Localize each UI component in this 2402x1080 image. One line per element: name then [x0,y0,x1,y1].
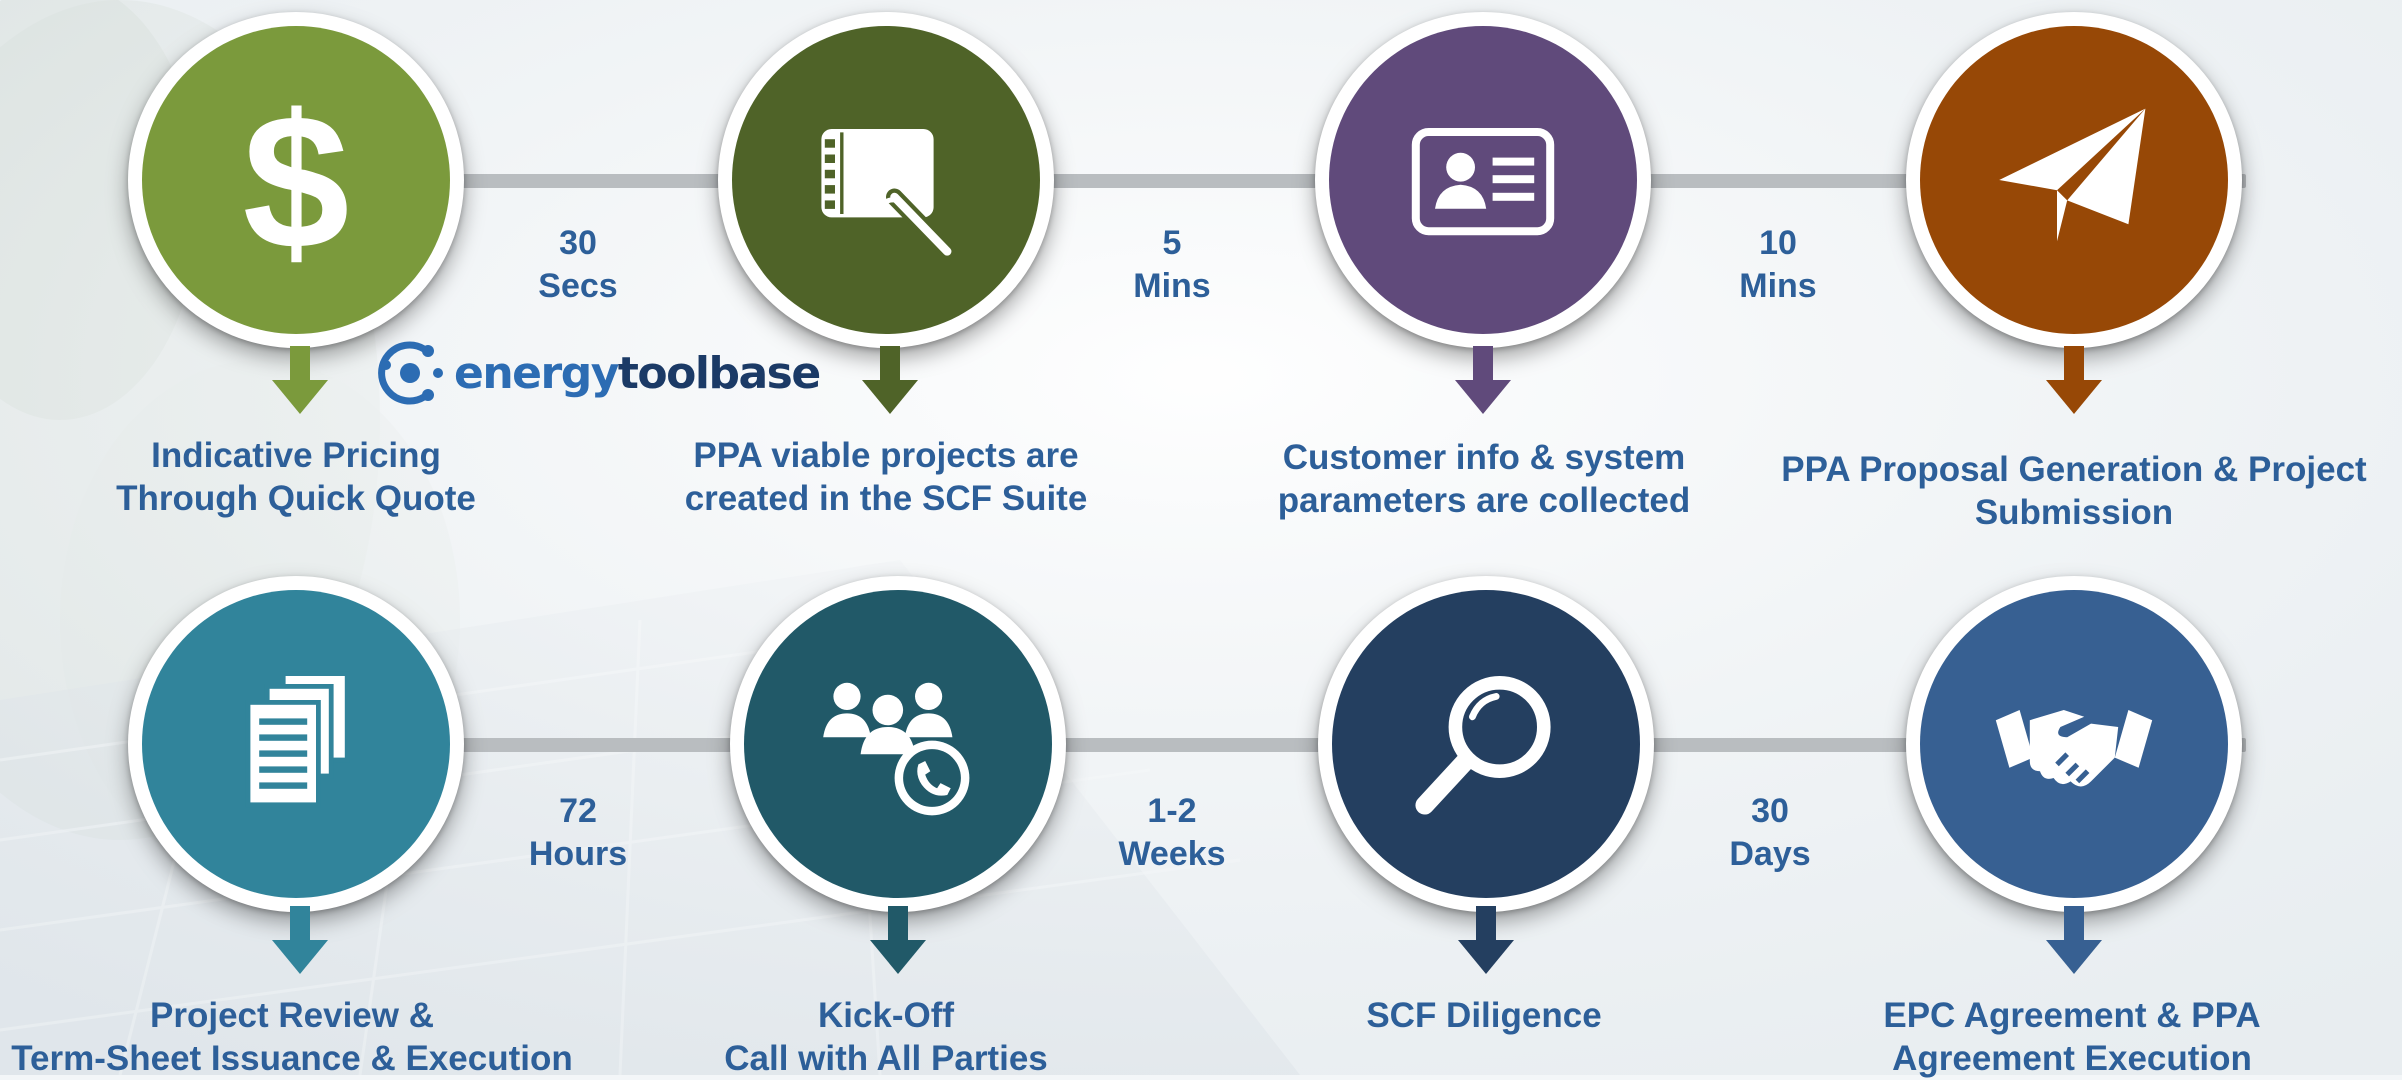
brand-word-energy: energy [454,347,619,399]
step-circle-fill [1920,26,2228,334]
energy-toolbase-logo: energytoolbase [374,336,821,410]
magnifier-icon [1415,676,1551,815]
step-circle-scf-suite [718,12,1054,348]
step-circle-scf-diligence [1318,576,1654,912]
step-circle-kick-off [730,576,1066,912]
step-label-line-1: SCF Diligence [1366,996,1602,1035]
step-label-line-2: Submission [1974,493,2174,532]
duration-value: 10 [1759,224,1797,262]
id-card-icon [1411,128,1555,236]
down-arrow-icon [272,346,328,414]
step-circle-fill [1332,590,1640,898]
duration-value: 1-2 [1147,792,1197,830]
step-label-line-2: Term-Sheet Issuance & Execution [11,1039,573,1078]
step-circle-epc-agreement [1906,576,2242,912]
duration-label: 72 Hours [478,790,678,876]
energy-toolbase-logo-icon [378,341,443,405]
step-label-scf-suite: PPA viable projects are created in the S… [606,434,1166,520]
down-arrow-icon [1455,346,1511,414]
step-label-project-review: Project Review & Term-Sheet Issuance & E… [2,994,582,1080]
duration-unit: Secs [538,267,618,305]
tablet-pen-icon [821,129,956,260]
down-arrow-icon [272,906,328,974]
step-circle-ppa-proposal [1906,12,2242,348]
duration-unit: Mins [1739,267,1817,305]
duration-label: 30 Secs [478,222,678,308]
step-label-line-1: EPC Agreement & PPA [1883,996,2261,1035]
duration-unit: Mins [1133,267,1211,305]
duration-label: 5 Mins [1072,222,1272,308]
step-label-kick-off: Kick-Off Call with All Parties [606,994,1166,1080]
step-label-epc-agreement: EPC Agreement & PPA Agreement Execution [1792,994,2352,1080]
step-circle-fill [1920,590,2228,898]
duration-unit: Days [1729,835,1811,873]
step-label-line-2: Through Quick Quote [116,479,476,518]
brand-wordmark: energytoolbase [454,347,821,399]
step-label-line-2: parameters are collected [1277,481,1691,520]
step-label-customer-info: Customer info & system parameters are co… [1204,436,1764,522]
step-label-line-1: PPA Proposal Generation & Project [1781,450,2367,489]
step-circle-fill [732,26,1040,334]
step-label-line-2: Call with All Parties [724,1039,1048,1078]
handshake-icon [1995,710,2153,787]
step-label-line-2: created in the SCF Suite [684,479,1088,518]
step-label-line-1: Indicative Pricing [151,436,441,475]
step-label-line-1: Customer info & system [1282,438,1686,477]
step-label-line-2: Agreement Execution [1892,1039,2252,1078]
step-circle-quick-quote: $ [128,12,464,348]
conference-call-icon [823,682,970,816]
duration-value: 30 [1751,792,1789,830]
step-circle-fill [1329,26,1637,334]
step-circle-fill: $ [142,26,450,334]
down-arrow-icon [862,346,918,414]
step-label-line-1: Project Review & [150,996,434,1035]
svg-text:$: $ [243,80,350,280]
step-circle-fill [142,590,450,898]
step-label-quick-quote: Indicative Pricing Through Quick Quote [16,434,576,520]
duration-label: 30 Days [1670,790,1870,876]
duration-unit: Weeks [1118,835,1226,873]
paper-plane-icon [1999,108,2146,242]
brand-word-toolbase: toolbase [617,347,821,399]
step-label-line-1: PPA viable projects are [693,436,1079,475]
step-circle-customer-info [1315,12,1651,348]
down-arrow-icon [2046,346,2102,414]
duration-label: 10 Mins [1678,222,1878,308]
duration-value: 30 [559,224,597,262]
down-arrow-icon [2046,906,2102,974]
step-circle-fill [744,590,1052,898]
duration-label: 1-2 Weeks [1072,790,1272,876]
duration-value: 5 [1162,224,1182,262]
step-label-scf-diligence: SCF Diligence [1204,994,1764,1037]
down-arrow-icon [1458,906,1514,974]
duration-unit: Hours [528,835,628,873]
documents-icon [245,671,350,808]
step-label-ppa-proposal: PPA Proposal Generation & Project Submis… [1754,448,2394,534]
step-label-line-1: Kick-Off [817,996,955,1035]
down-arrow-icon [870,906,926,974]
dollar-icon: $ [243,80,350,280]
step-circle-project-review [128,576,464,912]
duration-value: 72 [559,792,597,830]
